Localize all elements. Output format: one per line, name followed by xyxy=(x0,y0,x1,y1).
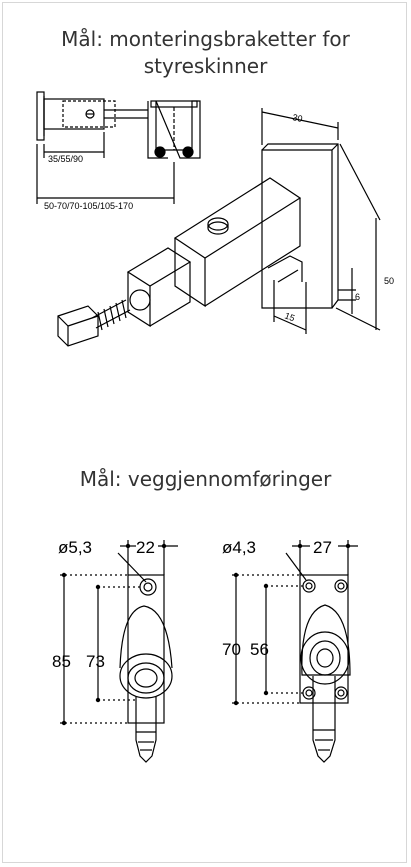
left-height-85: 85 xyxy=(52,652,71,671)
dim-6: 6 xyxy=(355,292,360,302)
left-height-73: 73 xyxy=(86,652,105,671)
feedthrough-right-drawing xyxy=(232,540,358,763)
dim-15: 15 xyxy=(283,310,296,323)
wall-feedthrough-title: Mål: veggjennomføringer xyxy=(79,467,332,491)
bracket-3d-view xyxy=(57,108,381,347)
left-width: 22 xyxy=(136,538,155,557)
right-height-56: 56 xyxy=(250,640,269,659)
left-hole-diameter: ø5,3 xyxy=(58,538,92,557)
right-hole-diameter: ø4,3 xyxy=(222,538,256,557)
right-width: 27 xyxy=(313,538,332,557)
right-height-70: 70 xyxy=(222,640,241,659)
feedthrough-left-drawing xyxy=(60,540,178,763)
dim-50: 50 xyxy=(384,276,394,286)
bracket-side-view xyxy=(36,91,201,204)
dim-outer-length: 50-70/70-105/105-170 xyxy=(44,201,133,211)
dim-inner-length: 35/55/90 xyxy=(48,154,83,164)
bracket-dimensions-title: Mål: monteringsbraketter for styreskinne… xyxy=(61,27,350,78)
dim-30: 30 xyxy=(292,112,304,124)
page-frame xyxy=(2,2,407,863)
